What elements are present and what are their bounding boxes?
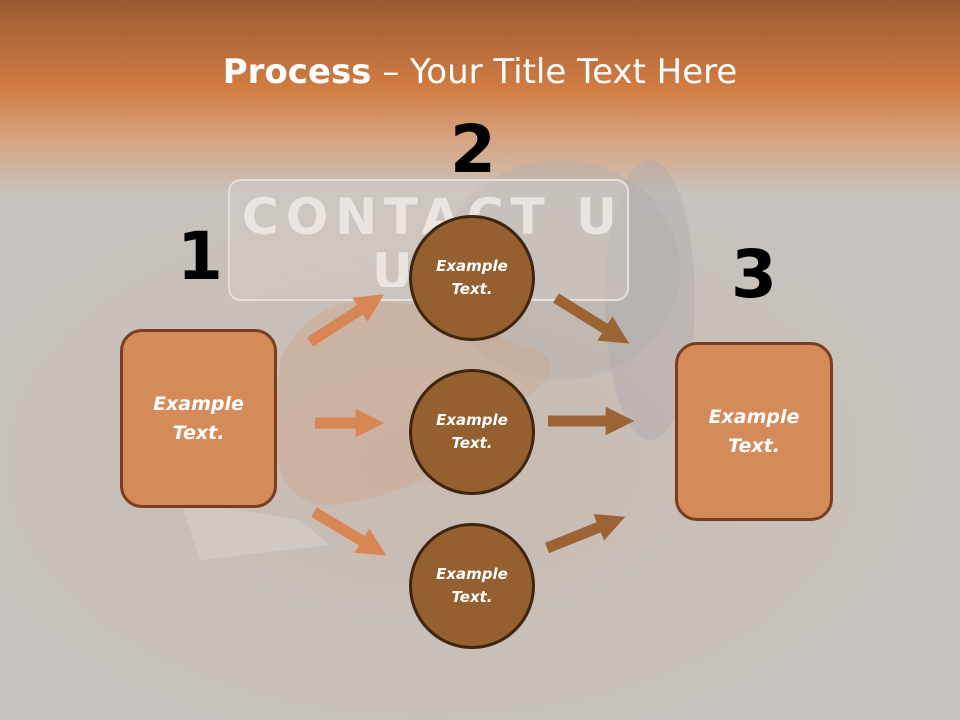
process-circle-top[interactable]: Example Text. xyxy=(409,215,535,341)
step-number-3: 3 xyxy=(731,236,777,313)
left-box-text: Example Text. xyxy=(153,392,244,444)
slide-title: Process – Your Title Text Here xyxy=(0,52,960,92)
arrow-top-to-right xyxy=(553,293,630,344)
circle-middle-text: Example Text. xyxy=(436,411,508,452)
arrow-left-to-top xyxy=(307,294,385,347)
title-rest: – Your Title Text Here xyxy=(371,52,738,92)
left-process-box[interactable]: Example Text. xyxy=(120,329,277,508)
right-box-text: Example Text. xyxy=(708,405,800,457)
contact-us-background-text-line2: U xyxy=(372,243,413,287)
process-circle-middle[interactable]: Example Text. xyxy=(409,369,535,495)
circle-bottom-text: Example Text. xyxy=(436,565,508,606)
title-bold: Process xyxy=(222,52,372,92)
process-circle-bottom[interactable]: Example Text. xyxy=(409,523,535,649)
step-number-2: 2 xyxy=(450,111,496,188)
right-process-box[interactable]: Example Text. xyxy=(675,342,833,521)
arrow-bottom-to-right xyxy=(544,514,626,554)
arrow-left-to-bottom xyxy=(311,507,387,556)
step-number-1: 1 xyxy=(177,218,223,295)
circle-top-text: Example Text. xyxy=(436,257,508,298)
